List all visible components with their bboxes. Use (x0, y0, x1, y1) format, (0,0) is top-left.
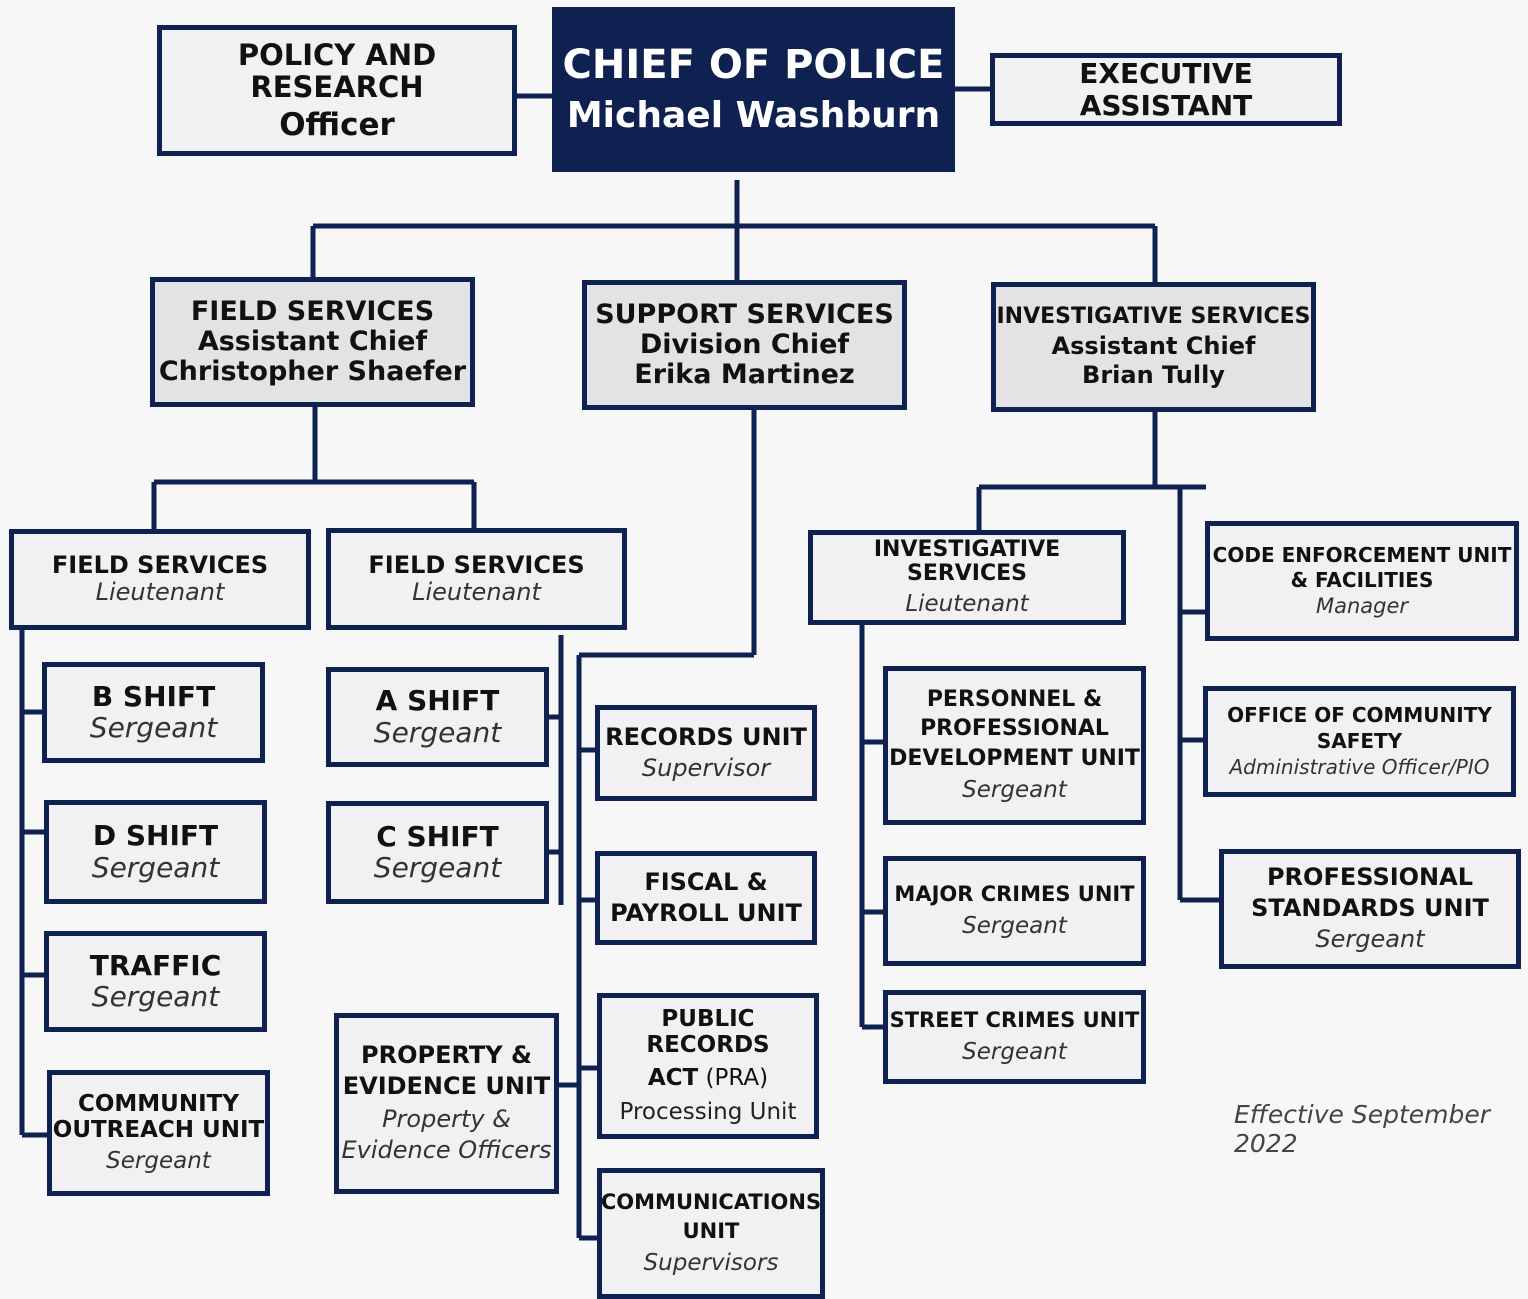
major-crimes-role: Sergeant (962, 912, 1067, 939)
communications-unit-box: COMMUNICATIONS UNIT Supervisors (597, 1168, 825, 1299)
field-lieutenant-left-title: FIELD SERVICES (51, 551, 269, 580)
support-division-role: Division Chief (639, 328, 850, 360)
field-lieutenant-left-role: Lieutenant (95, 578, 225, 607)
professional-standards-box: PROFESSIONAL STANDARDS UNIT Sergeant (1219, 849, 1521, 969)
property-role-2: Evidence Officers (341, 1136, 552, 1165)
personnel-development-box: PERSONNEL & PROFESSIONAL DEVELOPMENT UNI… (883, 666, 1146, 825)
community-outreach-role: Sergeant (106, 1147, 211, 1174)
code-enforcement-box: CODE ENFORCEMENT UNIT & FACILITIES Manag… (1205, 521, 1519, 641)
traffic-box: TRAFFIC Sergeant (44, 931, 267, 1032)
professional-title-1: PROFESSIONAL (1266, 863, 1474, 892)
d-shift-role: Sergeant (91, 850, 220, 884)
c-shift-role: Sergeant (373, 851, 502, 885)
field-lieutenant-left-box: FIELD SERVICES Lieutenant (9, 529, 311, 630)
investigative-division-title: INVESTIGATIVE SERVICES (996, 303, 1311, 329)
investigative-lieutenant-title: INVESTIGATIVE SERVICES (873, 536, 1061, 587)
property-evidence-box: PROPERTY & EVIDENCE UNIT Property & Evid… (334, 1013, 559, 1194)
field-lieutenant-right-title: FIELD SERVICES (368, 550, 585, 579)
support-division-title: SUPPORT SERVICES (595, 298, 894, 330)
chief-name: Michael Washburn (566, 94, 941, 136)
executive-assistant-title: EXECUTIVE ASSISTANT (1079, 57, 1253, 122)
fiscal-payroll-box: FISCAL & PAYROLL UNIT (595, 851, 817, 945)
public-records-act-box: PUBLIC RECORDS ACT (PRA) Processing Unit (597, 993, 819, 1139)
major-crimes-box: MAJOR CRIMES UNIT Sergeant (883, 856, 1146, 966)
pra-title-2b: (PRA) (698, 1064, 769, 1091)
support-division-name: Erika Martinez (634, 359, 855, 391)
community-outreach-title-1: COMMUNITY (77, 1091, 240, 1118)
code-role: Manager (1315, 594, 1409, 619)
field-division-title: FIELD SERVICES (190, 295, 435, 327)
field-services-division-box: FIELD SERVICES Assistant Chief Christoph… (150, 277, 475, 407)
a-shift-role: Sergeant (373, 715, 502, 749)
code-title-1: CODE ENFORCEMENT UNIT (1212, 542, 1512, 567)
field-division-role: Assistant Chief (197, 325, 428, 357)
property-title-2: EVIDENCE UNIT (342, 1071, 551, 1100)
communications-title-1: COMMUNICATIONS (600, 1189, 822, 1214)
field-division-name: Christopher Shaefer (158, 356, 467, 388)
records-role: Supervisor (641, 753, 771, 782)
community-safety-role: Administrative Officer/PIO (1229, 754, 1490, 779)
community-safety-title-1: OFFICE OF COMMUNITY (1227, 703, 1492, 728)
pra-title-2: ACT (647, 1064, 699, 1091)
fiscal-title-2: PAYROLL UNIT (610, 899, 802, 927)
property-title-1: PROPERTY & (361, 1041, 532, 1070)
fiscal-title-1: FISCAL & (644, 868, 768, 897)
investigative-lieutenant-box: INVESTIGATIVE SERVICES Lieutenant (808, 530, 1126, 625)
personnel-title-3: DEVELOPMENT UNIT (889, 746, 1140, 772)
b-shift-box: B SHIFT Sergeant (42, 662, 265, 763)
policy-research-box: POLICY AND RESEARCH Officer (157, 25, 517, 156)
policy-title: POLICY AND RESEARCH (237, 37, 437, 105)
community-safety-title-2: SAFETY (1316, 728, 1403, 753)
community-safety-box: OFFICE OF COMMUNITY SAFETY Administrativ… (1203, 686, 1516, 797)
b-shift-role: Sergeant (89, 711, 218, 745)
community-outreach-box: COMMUNITY OUTREACH UNIT Sergeant (47, 1070, 270, 1196)
field-lieutenant-right-role: Lieutenant (412, 577, 541, 606)
b-shift-title: B SHIFT (91, 679, 216, 713)
traffic-role: Sergeant (91, 980, 220, 1014)
professional-title-2: STANDARDS UNIT (1251, 894, 1489, 923)
c-shift-title: C SHIFT (376, 819, 499, 853)
pra-title-1: PUBLIC RECORDS (646, 1006, 770, 1059)
d-shift-title: D SHIFT (92, 819, 219, 853)
street-crimes-box: STREET CRIMES UNIT Sergeant (883, 990, 1146, 1084)
personnel-title-2: PROFESSIONAL (920, 716, 1109, 742)
executive-assistant-box: EXECUTIVE ASSISTANT (990, 53, 1342, 126)
personnel-role: Sergeant (962, 776, 1067, 803)
investigative-division-name: Brian Tully (1082, 361, 1225, 390)
policy-role: Officer (279, 106, 395, 143)
field-lieutenant-right-box: FIELD SERVICES Lieutenant (326, 528, 627, 630)
code-title-2: & FACILITIES (1290, 567, 1434, 592)
investigative-division-role: Assistant Chief (1051, 332, 1256, 361)
records-unit-box: RECORDS UNIT Supervisor (595, 705, 817, 801)
records-title: RECORDS UNIT (605, 722, 807, 751)
a-shift-title: A SHIFT (375, 684, 500, 718)
pra-title-2-row: ACT (PRA) (648, 1065, 768, 1093)
support-services-division-box: SUPPORT SERVICES Division Chief Erika Ma… (582, 280, 907, 410)
investigative-lieutenant-role: Lieutenant (905, 590, 1029, 617)
chief-of-police-box: CHIEF OF POLICE Michael Washburn (552, 7, 955, 172)
community-outreach-title-2: OUTREACH UNIT (52, 1116, 265, 1143)
street-crimes-role: Sergeant (962, 1038, 1067, 1065)
c-shift-box: C SHIFT Sergeant (326, 801, 549, 904)
personnel-title-1: PERSONNEL & (926, 686, 1103, 712)
professional-role: Sergeant (1315, 925, 1425, 954)
a-shift-box: A SHIFT Sergeant (326, 667, 549, 767)
communications-role: Supervisors (643, 1249, 779, 1276)
traffic-title: TRAFFIC (89, 948, 222, 982)
d-shift-box: D SHIFT Sergeant (44, 800, 267, 904)
effective-date-note: Effective September 2022 (1234, 1100, 1491, 1158)
investigative-services-division-box: INVESTIGATIVE SERVICES Assistant Chief B… (991, 282, 1316, 412)
street-crimes-title: STREET CRIMES UNIT (889, 1008, 1140, 1033)
property-role-1: Property & (382, 1104, 511, 1133)
chief-title: CHIEF OF POLICE (562, 41, 945, 88)
pra-role: Processing Unit (619, 1098, 797, 1125)
major-crimes-title: MAJOR CRIMES UNIT (894, 882, 1135, 907)
communications-title-2: UNIT (682, 1219, 740, 1244)
